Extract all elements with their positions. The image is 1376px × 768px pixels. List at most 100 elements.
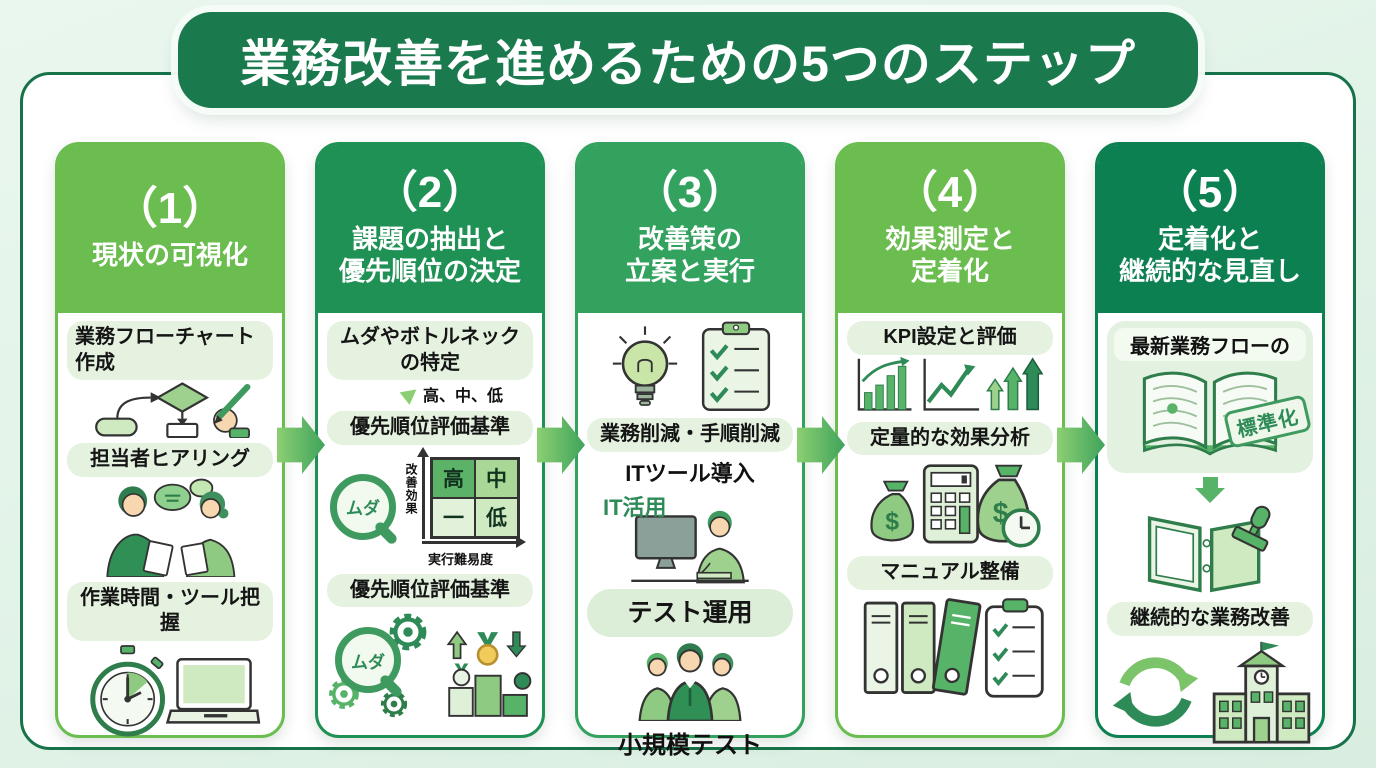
continuous-label: 継続的な業務改善 [1107,602,1313,636]
team-icon [638,642,742,721]
dollar-sign: $ [885,508,899,536]
bottleneck-label: ムダやボトルネック の特定 [327,321,533,381]
step-4-number: （4） [893,167,1007,217]
open-book-block: 標準化 [1119,363,1313,466]
money-calc-clock-icon: $ $ [870,464,1041,548]
title-banner: 業務改善を進めるための5つのステップ [178,12,1198,108]
flowchart-label: 業務フローチャート 作成 [67,321,273,381]
idea-row [587,321,793,413]
matrix-row: ムダ 改善効果 高 中 一 低 [327,446,533,569]
file-stamp-icon [1147,505,1271,593]
matrix-cell-dash: 一 [432,497,475,537]
hearing-label: 担当者ヒアリング [67,443,273,477]
step-1-title: 現状の可視化 [92,239,248,272]
steps-row: （1） 現状の可視化 業務フローチャート 作成 [55,142,1325,759]
criteria-label-1: 優先順位評価基準 [327,411,533,445]
step-card-4: （4） 効果測定と 定着化 KPI設定と評価 [835,142,1065,738]
step-5-title-line1: 定着化と [1157,223,1262,254]
reduction-label: 業務削減・手順削減 [587,418,793,452]
step-3-title: 改善策の 立案と実行 [625,223,755,288]
step-3-title-line1: 改善策の [637,223,742,254]
priority-matrix: 改善効果 高 中 一 低 実行難易度 [402,446,530,569]
flowchart-label-line1: 業務フローチャート [75,326,255,348]
page-title: 業務改善を進めるための5つのステップ [240,36,1136,92]
matrix-y-axis-label: 改善効果 [404,462,418,515]
it-tool-label: ITツール導入 [625,460,755,486]
step-3-number: （3） [633,167,747,217]
matrix-x-axis-arrow [516,535,526,548]
matrix-y-axis [422,454,425,539]
criteria-label-2: 優先順位評価基準 [327,573,533,608]
bottleneck-label-line2: の特定 [400,351,460,374]
stopwatch-laptop-icon [90,645,261,737]
it-use-block: IT活用 [587,490,793,584]
level-arrow-icon [399,383,422,406]
gears-podium-row: ムダ [327,611,533,723]
bottleneck-label-line1: ムダやボトルネック [340,326,520,348]
step-card-5: （5） 定着化と 継続的な見直し 最新業務フローの [1095,142,1325,744]
pc-user-icon [631,510,749,583]
flowchart-label-line2: 作成 [75,351,115,374]
manual-label: マニュアル整備 [847,556,1053,590]
step-2-body: ムダやボトルネック の特定 高、中、低 優先順位評価基準 ムダ 改善効果 [318,313,542,731]
step-card-2: （2） 課題の抽出と 優先順位の決定 ムダやボトルネック の特定 高、中、低 優… [315,142,545,738]
time-tools-label: 作業時間・ツール把握 [67,581,273,641]
step-4-header: （4） 効果測定と 定着化 [838,145,1062,313]
kpi-charts-icon [857,356,1044,411]
step-5-number: （5） [1153,167,1267,217]
priority-levels-note: 高、中、低 [327,382,533,406]
step-5-body: 最新業務フローの 標準化 [1098,313,1322,752]
step-2-title-line2: 優先順位の決定 [338,256,521,286]
matrix-x-axis [422,540,518,544]
small-test-label: 小規模テスト [618,731,762,759]
matrix-x-axis-label: 実行難易度 [428,551,494,567]
step-3-body: 業務削減・手順削減 ITツール導入 IT活用 テスト運用 [578,313,802,768]
matrix-grid: 高 中 一 低 [430,456,520,539]
interview-people-icon [106,478,236,577]
step-5-title-line2: 継続的な見直し [1118,256,1301,286]
matrix-y-axis-arrow [417,446,429,457]
down-arrow-icon [1195,477,1225,503]
step-3-header: （3） 改善策の 立案と実行 [578,145,802,313]
step-5-title: 定着化と 継続的な見直し [1119,223,1301,288]
it-use-label: IT活用 [603,494,667,520]
step-4-title: 効果測定と 定着化 [885,223,1015,288]
podium-medals-icon [446,630,532,718]
down-arrow-head [1195,488,1225,503]
step-2-title: 課題の抽出と 優先順位の決定 [339,223,521,288]
latest-flow-label: 最新業務フローの [1114,328,1306,361]
checklist-icon [701,321,771,411]
step-2-number: （2） [373,167,487,217]
muda-magnifier-icon: ムダ [335,627,404,700]
matrix-cell-low: 低 [475,497,518,537]
lightbulb-icon [612,326,678,406]
matrix-cell-high: 高 [432,458,475,498]
step-4-body: KPI設定と評価 定量的な効果分析 [838,313,1062,708]
quant-label: 定量的な効果分析 [847,421,1053,456]
test-run-label: テスト運用 [587,588,793,637]
latest-flow-panel: 最新業務フローの 標準化 [1107,321,1313,473]
cycle-school-row [1107,640,1313,744]
kpi-label: KPI設定と評価 [847,321,1053,355]
gear-icon [389,614,427,651]
matrix-cell-mid: 中 [475,458,518,498]
cycle-arrows-icon [1112,657,1199,727]
step-1-body: 業務フローチャート 作成 担当者ヒアリング [58,313,282,747]
step-5-header: （5） 定着化と 継続的な見直し [1098,145,1322,313]
step-1-header: （1） 現状の可視化 [58,145,282,313]
step-1-title-line1: 現状の可視化 [91,239,248,270]
muda-magnifier-icon: ムダ [330,473,399,546]
flowchart-pen-icon [95,382,251,439]
step-card-1: （1） 現状の可視化 業務フローチャート 作成 [55,142,285,738]
school-icon [1212,641,1311,744]
step-4-title-line1: 効果測定と [884,223,1015,254]
down-arrow-stem [1202,477,1218,488]
step-3-title-line2: 立案と実行 [624,256,755,286]
step-1-number: （1） [113,183,227,233]
binders-checklist-icon [863,597,1044,698]
step-2-title-line1: 課題の抽出と [351,223,508,254]
step-4-title-line2: 定着化 [910,256,989,286]
muda-gears-icon: ムダ [327,611,431,723]
muda-text: ムダ [335,627,401,694]
